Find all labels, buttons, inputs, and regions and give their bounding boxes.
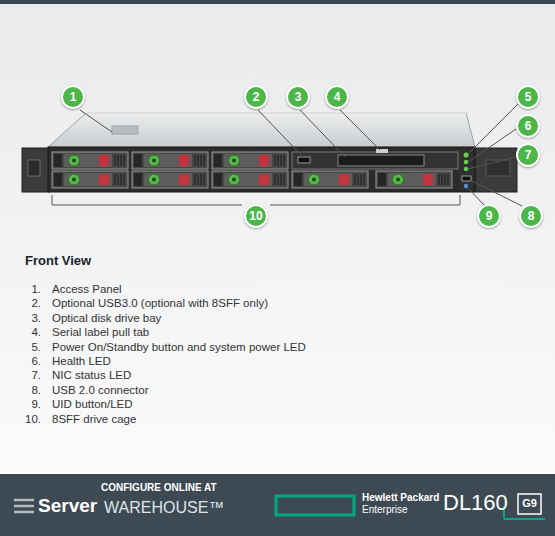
list-number: 3. bbox=[19, 312, 41, 326]
callout-number: 10 bbox=[244, 204, 268, 228]
list-number: 4. bbox=[19, 326, 41, 340]
list-item: UID button/LED bbox=[52, 398, 133, 412]
callout-number: 8 bbox=[519, 204, 543, 228]
list-number: 2. bbox=[19, 297, 41, 311]
callout-number: 9 bbox=[477, 204, 501, 228]
list-number: 8. bbox=[19, 384, 41, 398]
list-item: NIC status LED bbox=[52, 369, 131, 383]
list-item: Optical disk drive bay bbox=[52, 312, 161, 326]
callout-text: 8 bbox=[528, 210, 535, 222]
list-item: 8SFF drive cage bbox=[52, 413, 136, 427]
callout-text: 9 bbox=[486, 210, 493, 222]
list-number: 6. bbox=[19, 355, 41, 369]
generation-badge: G9 bbox=[518, 497, 541, 510]
brand-text: WAREHOUSE™ bbox=[104, 498, 224, 517]
callout-text: 3 bbox=[295, 91, 302, 103]
callout-text: 10 bbox=[249, 210, 262, 222]
brand-text: Enterprise bbox=[362, 504, 408, 516]
model-text: DL160 bbox=[443, 490, 508, 516]
callout-number: 6 bbox=[516, 114, 540, 138]
list-number: 5. bbox=[19, 341, 41, 355]
callout-text: 2 bbox=[253, 91, 260, 103]
callout-number: 2 bbox=[244, 85, 268, 109]
brand-text: Hewlett Packard bbox=[362, 492, 439, 504]
brand-text: Server bbox=[38, 495, 97, 518]
callout-number: 1 bbox=[61, 85, 85, 109]
callout-text: 5 bbox=[525, 91, 532, 103]
list-item: Access Panel bbox=[52, 283, 122, 297]
footer-text: CONFIGURE ONLINE AT bbox=[101, 482, 217, 494]
callout-number: 4 bbox=[325, 85, 349, 109]
list-number: 7. bbox=[19, 369, 41, 383]
list-item: Optional USB3.0 (optional with 8SFF only… bbox=[52, 297, 268, 311]
list-item: USB 2.0 connector bbox=[52, 384, 149, 398]
callout-text: 7 bbox=[525, 149, 532, 161]
list-number: 10. bbox=[19, 413, 41, 427]
list-item: Health LED bbox=[52, 355, 111, 369]
list-item: Serial label pull tab bbox=[52, 326, 149, 340]
callout-text: 1 bbox=[70, 91, 77, 103]
callout-text: 4 bbox=[334, 91, 341, 103]
list-number: 1. bbox=[19, 283, 41, 297]
callout-number: 5 bbox=[516, 85, 540, 109]
section-heading: Front View bbox=[25, 253, 91, 269]
callout-number: 3 bbox=[286, 85, 310, 109]
callout-number: 7 bbox=[516, 143, 540, 167]
callout-text: 6 bbox=[525, 120, 532, 132]
list-item: Power On/Standby button and system power… bbox=[52, 341, 306, 355]
list-number: 9. bbox=[19, 398, 41, 412]
